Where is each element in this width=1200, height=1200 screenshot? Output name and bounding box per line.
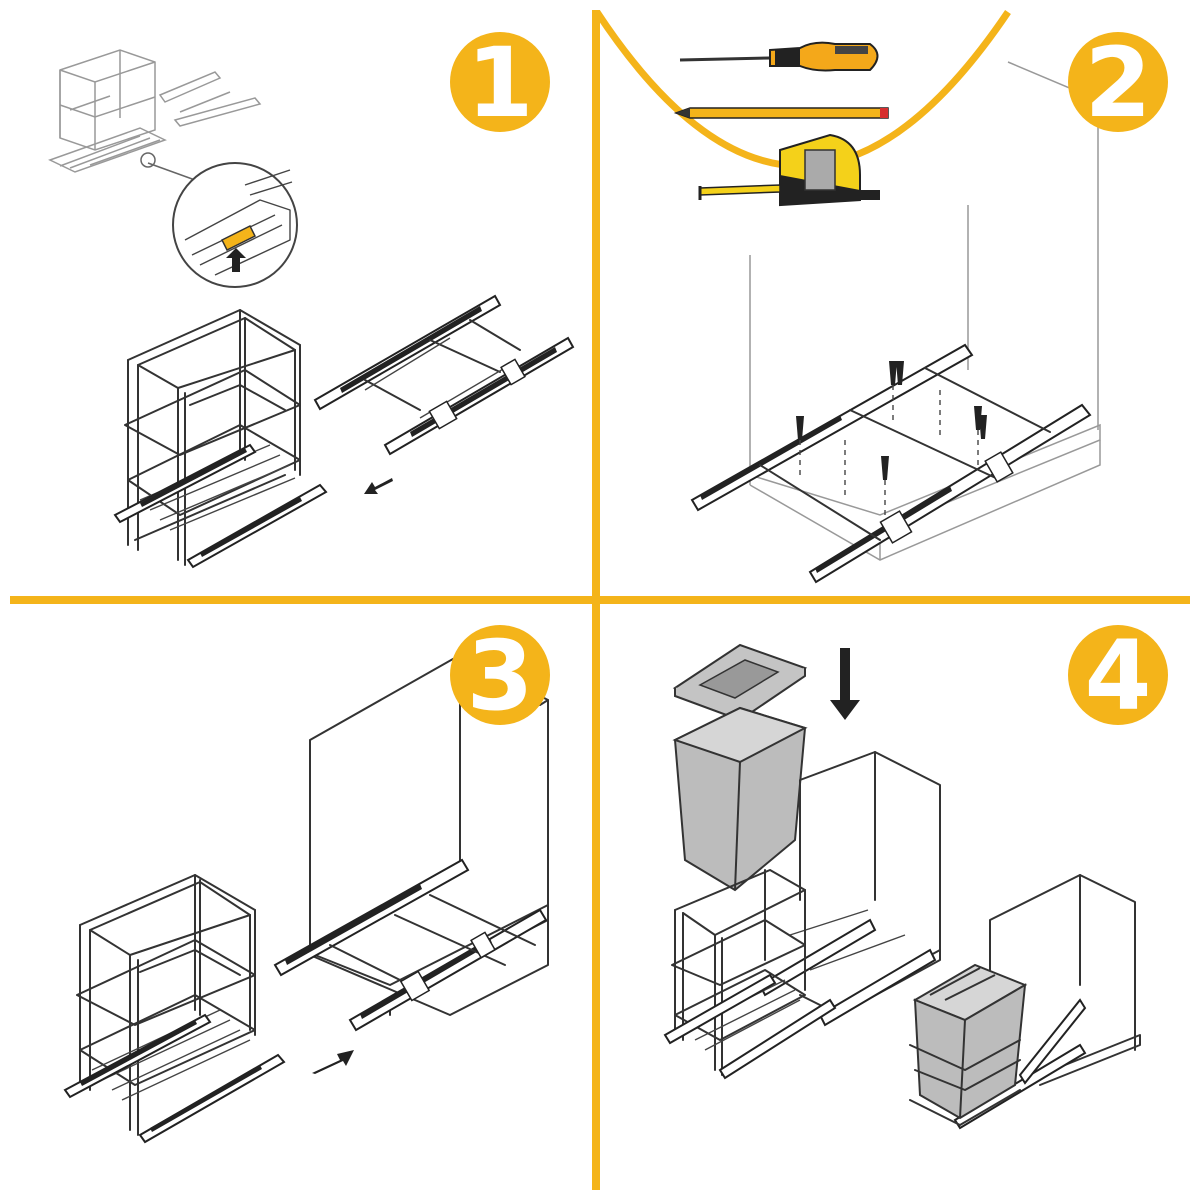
down-arrow-icon	[830, 648, 860, 720]
step-3-panel: 3	[63, 620, 550, 1144]
waste-bin-installed	[909, 963, 1028, 1126]
up-arrow-icon	[226, 248, 246, 272]
step-4-number: 4	[1085, 620, 1152, 732]
step-3-number: 3	[467, 620, 534, 732]
step-2-panel: 2	[673, 27, 1168, 584]
step-1-panel: 1	[48, 27, 575, 569]
drawer-slide-pair	[313, 294, 575, 456]
screws	[796, 361, 987, 520]
wire-basket	[76, 874, 256, 1136]
drawer-slide-pair	[690, 343, 1092, 584]
screwdriver-icon	[679, 41, 879, 72]
tape-measure-icon	[698, 133, 880, 207]
step-1-number: 1	[467, 27, 534, 139]
step-1-badge: 1	[450, 27, 550, 139]
pencil-icon	[673, 107, 889, 119]
cabinet-assembled-small	[953, 874, 1141, 1130]
basket-slides	[63, 1013, 286, 1144]
wire-basket	[663, 869, 837, 1080]
direction-arrow-icon	[364, 478, 393, 494]
step-4-badge: 4	[1068, 620, 1168, 732]
release-latch-detail	[140, 152, 298, 288]
step-3-badge: 3	[450, 620, 550, 732]
direction-arrow-icon	[312, 1050, 354, 1074]
cabinet-assembled	[758, 751, 941, 1027]
cabinet-frame	[749, 61, 1101, 561]
wire-basket	[124, 309, 301, 566]
step-2-number: 2	[1085, 27, 1152, 139]
basket-slides	[113, 443, 328, 569]
step-4-panel: 4	[663, 620, 1168, 1130]
drawer-slide-pair	[273, 858, 548, 1032]
faded-basket-overview	[48, 49, 262, 173]
step-2-badge: 2	[1068, 27, 1168, 139]
waste-bin	[672, 706, 808, 892]
